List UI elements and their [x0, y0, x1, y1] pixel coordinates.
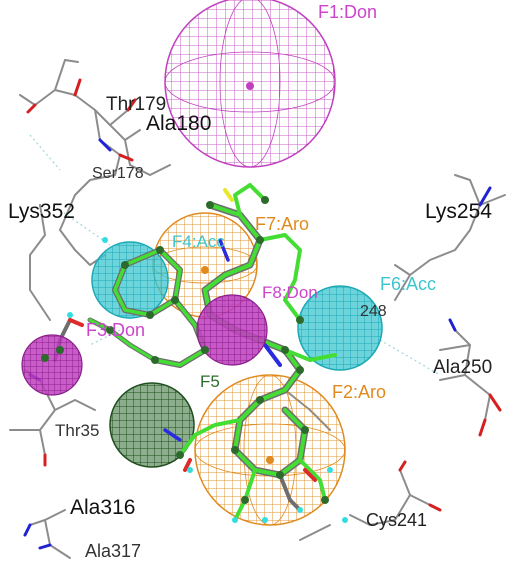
f4-acceptor-sphere — [91, 241, 169, 319]
label-f5: F5 — [200, 372, 220, 391]
label-ala316: Ala316 — [70, 496, 135, 519]
label-thr35x: Thr35 — [55, 421, 99, 440]
ligand-hydrogen-tips — [67, 237, 348, 523]
f5-hydrophobic-sphere — [109, 382, 195, 468]
feature-labels: F1:Don F7:Aro F4:Acc F6:Acc F8:Don F3:Do… — [86, 2, 436, 402]
f2-aromatic-sphere — [194, 374, 346, 526]
label-f8: F8:Don — [262, 283, 318, 302]
label-f3: F3:Don — [86, 320, 145, 340]
label-ser178: Ser178 — [92, 165, 144, 182]
ligand-atoms — [41, 196, 329, 504]
label-lys352: Lys352 — [8, 200, 75, 223]
protein-atom-tips — [23, 78, 502, 550]
label-ala180: Ala180 — [146, 112, 211, 135]
residue-labels: Thr179 Ala180 Ser178 Lys352 Lys254 248 A… — [8, 94, 492, 561]
f6-acceptor-sphere — [297, 285, 383, 371]
f3-donor-sphere — [21, 334, 83, 396]
label-248: 248 — [360, 303, 387, 320]
label-f1: F1:Don — [318, 2, 377, 22]
label-f6: F6:Acc — [380, 274, 436, 294]
label-lys254: Lys254 — [425, 200, 492, 223]
f8-donor-sphere — [196, 294, 268, 366]
label-cys241: Cys241 — [366, 510, 427, 530]
label-f7: F7:Aro — [255, 214, 309, 234]
f1-donor-sphere — [164, 0, 336, 168]
label-ala317: Ala317 — [85, 541, 141, 561]
label-ala250: Ala250 — [433, 357, 492, 378]
label-f2: F2:Aro — [332, 382, 386, 402]
label-f4: F4:Acc — [172, 232, 225, 251]
label-thr179: Thr179 — [106, 94, 166, 115]
